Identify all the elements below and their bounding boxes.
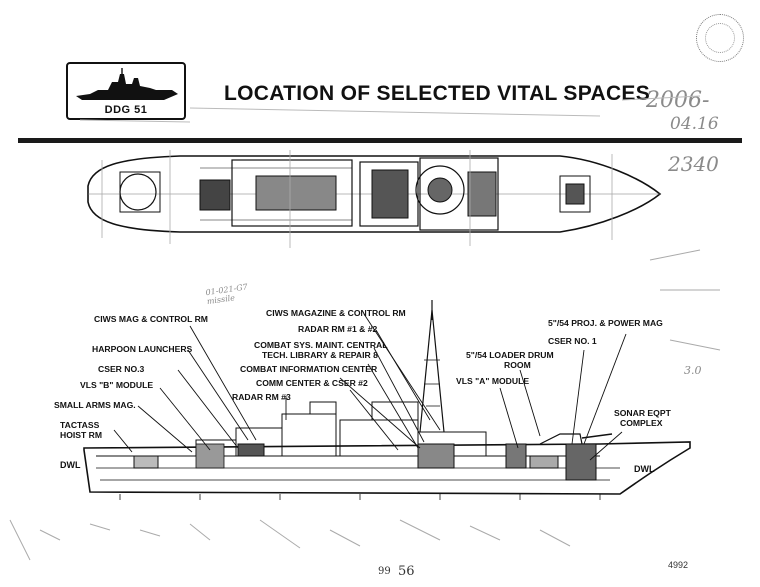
logo-caption: DDG 51	[104, 104, 148, 116]
label-cic: COMBAT INFORMATION CENTER	[240, 364, 378, 374]
label-vls-a: VLS "A" MODULE	[456, 376, 530, 386]
label-vls-b: VLS "B" MODULE	[80, 380, 154, 390]
label-tech-library: TECH. LIBRARY & REPAIR 8	[262, 350, 378, 360]
handwritten-bottom-a: 99	[378, 566, 391, 577]
label-tactass: TACTASS	[60, 420, 100, 430]
bleed-through-marks	[79, 95, 701, 123]
label-hoist-rm: HOIST RM	[60, 430, 103, 440]
label-harpoon-launchers: HARPOON LAUNCHERS	[92, 344, 193, 354]
label-five54-loader: 5"/54 LOADER DRUM	[466, 350, 554, 360]
page-number: 4992	[668, 560, 689, 570]
pencil-marks	[9, 249, 721, 561]
ship-silhouette-icon	[76, 68, 178, 100]
label-radar-3: RADAR RM #3	[232, 392, 291, 402]
plan-view	[87, 150, 662, 248]
ship-logo: DDG 51	[66, 62, 186, 120]
profile-view	[83, 300, 691, 500]
page-title: LOCATION OF SELECTED VITAL SPACES	[224, 82, 651, 105]
label-ciws-magazine-control: CIWS MAGAZINE & CONTROL RM	[266, 308, 406, 318]
handwritten-bottom-b: 56	[398, 564, 415, 579]
label-loader-room: ROOM	[504, 360, 531, 370]
label-cser-3: CSER NO.3	[98, 364, 145, 374]
label-combat-sys: COMBAT SYS. MAINT. CENTRAL	[254, 340, 388, 350]
handwritten-deck: 3.0	[684, 364, 702, 377]
label-dwl-left: DWL	[60, 460, 81, 470]
label-small-arms: SMALL ARMS MAG.	[54, 400, 136, 410]
handwritten-date-2: 04.16	[670, 114, 719, 134]
leader-lines	[113, 313, 627, 461]
ink-stamp	[696, 14, 744, 62]
handwritten-code: 2340	[668, 152, 719, 176]
label-cser-1: CSER NO. 1	[548, 336, 597, 346]
label-ciws-mag-control: CIWS MAG & CONTROL RM	[94, 314, 208, 324]
header-rule	[18, 138, 742, 143]
label-sonar-complex: COMPLEX	[620, 418, 663, 428]
label-dwl-right: DWL	[634, 464, 655, 474]
label-sonar-eqpt: SONAR EQPT	[614, 408, 671, 418]
label-comm-center: COMM CENTER & CSER #2	[256, 378, 368, 388]
label-radar-1-2: RADAR RM #1 & #2	[298, 324, 378, 334]
handwritten-date-1: 2006-	[646, 88, 710, 113]
label-five54-proj: 5"/54 PROJ. & POWER MAG	[548, 318, 663, 328]
